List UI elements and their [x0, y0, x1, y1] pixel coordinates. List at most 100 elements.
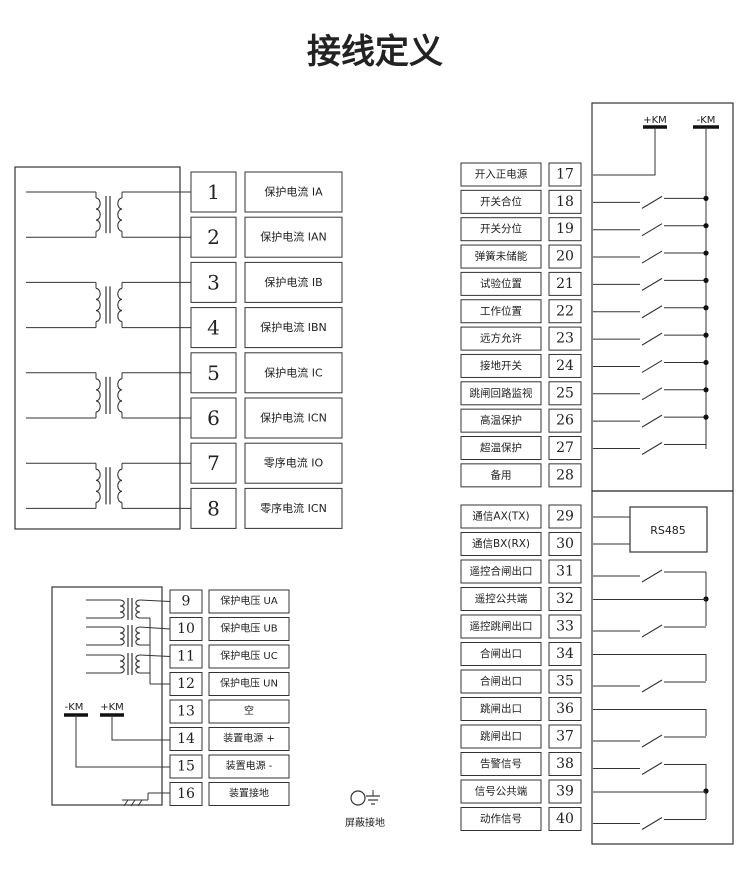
out-terminal-label: 遥控合闸出口 [470, 565, 533, 578]
bi-contact-icon-blade [641, 332, 663, 346]
pt-terminal-number: 14 [177, 731, 195, 747]
bi-terminal-label: 接地开关 [480, 359, 522, 372]
bi-contact-icon-blade [641, 387, 663, 401]
pt-supply-neg-label: -KM [65, 702, 84, 713]
bi-terminal-label-box [460, 162, 542, 187]
pt-frame [51, 586, 163, 806]
pt-terminal-number-box [169, 699, 203, 724]
ct-terminal-number: 4 [207, 316, 220, 340]
ct-terminal-number: 7 [207, 451, 220, 475]
pt-terminal-number: 12 [177, 676, 195, 692]
out-terminal-number: 36 [556, 701, 574, 717]
ct-terminal-label-box [244, 487, 343, 529]
bus-junction-dot [703, 414, 709, 420]
bi-terminal-label: 备用 [491, 468, 512, 481]
out-terminal-label-box [460, 807, 542, 831]
pt-terminal-label-box [208, 672, 290, 696]
pt-primary-coil-icon [119, 599, 125, 619]
out-terminal-label-box [460, 669, 542, 694]
pt-terminal-number: 11 [177, 649, 195, 665]
out-terminal-number-box [548, 559, 582, 584]
out-terminal-number: 31 [556, 564, 574, 580]
ct-terminal-label: 保护电流 IA [264, 185, 323, 199]
bi-terminal-number: 25 [556, 385, 574, 401]
bi-terminal-number: 22 [556, 303, 574, 319]
out-terminal-label-box [460, 752, 542, 776]
ct-terminal-number-box [190, 442, 237, 484]
bi-terminal-label: 开关分位 [480, 222, 522, 235]
pt-terminal-number-box [169, 672, 203, 696]
ct-secondary-coil-icon [117, 197, 123, 232]
bi-terminal-label-box [460, 326, 542, 351]
bus-junction-dot [703, 195, 709, 201]
pt-terminal-label: 装置电源 + [223, 732, 275, 745]
ct-terminal-number-box [190, 307, 237, 349]
out-terminal-label: 遥控公共端 [475, 592, 528, 605]
pt-secondary-wire [139, 626, 171, 630]
bi-terminal-number-box [548, 381, 582, 406]
bi-terminal-label-box [460, 217, 542, 242]
bi-terminal-number: 21 [556, 276, 574, 292]
pt-terminal-number-box [169, 617, 203, 641]
bi-terminal-label-box [460, 381, 542, 406]
ct-terminal-number-box [190, 171, 237, 213]
out-terminal-label-box [460, 532, 542, 556]
pt-terminal-number: 13 [177, 704, 195, 720]
out-terminal-number-box [548, 669, 582, 694]
out-terminal-number: 40 [556, 811, 574, 827]
out-terminal-label: 信号公共端 [475, 785, 528, 798]
ct-terminal-number-box [190, 487, 237, 529]
pt-terminal-label-box [208, 699, 290, 724]
bi-terminal-number: 17 [556, 167, 574, 183]
pt-terminal-label: 空 [244, 704, 254, 717]
out-terminal-label: 通信AX(TX) [472, 511, 529, 523]
pt-primary-coil-icon [119, 626, 125, 646]
remote-trip-contact-icon-blade [641, 624, 663, 638]
out-terminal-label: 跳闸出口 [480, 730, 522, 743]
out-terminal-label: 遥控跳闸出口 [470, 620, 533, 633]
pt-supply-pos-label: +KM [100, 702, 124, 713]
bi-terminal-number-box [548, 353, 582, 378]
rs485-box [629, 506, 708, 553]
pt-terminal-number: 10 [177, 621, 195, 637]
bi-terminal-number: 26 [556, 413, 574, 429]
out-terminal-number-box [548, 724, 582, 749]
ct-primary-coil-icon [95, 378, 101, 413]
shield-ground: 屏蔽接地 [345, 790, 385, 829]
out-terminal-number-box [548, 614, 582, 639]
ct-terminal-number: 8 [207, 496, 220, 520]
out-terminal-number: 29 [556, 509, 574, 525]
bi-terminal-label-box [460, 408, 542, 433]
ct-terminal-label-box [244, 352, 343, 394]
out-terminal-number-box [548, 807, 582, 831]
pt-secondary-wire [139, 654, 171, 657]
pt-secondary-coil-icon [135, 626, 141, 646]
ct-terminal-label-box [244, 307, 343, 349]
bi-terminal-label: 试验位置 [480, 277, 522, 290]
bi-terminal-number-box [548, 326, 582, 351]
bi-terminal-number: 23 [556, 331, 574, 347]
out-terminal-label: 通信BX(RX) [472, 538, 530, 550]
pt-terminal-number-box [169, 782, 203, 806]
bi-terminal-number: 24 [556, 358, 574, 374]
ct-terminal-label: 零序电流 IO [264, 456, 324, 470]
out-terminal-number: 39 [556, 784, 574, 800]
pt-terminal-label: 装置电源 - [226, 759, 273, 772]
action-contact-icon-blade [641, 817, 663, 830]
ct-terminal-number-box [190, 397, 237, 439]
binary-input-frame [591, 102, 734, 492]
ct-terminal-number-box [190, 216, 237, 258]
pt-terminal-number: 16 [177, 786, 195, 802]
bi-terminal-label-box [460, 271, 542, 296]
out-terminal-number-box [548, 504, 582, 529]
ct-terminal-label-box [244, 261, 343, 303]
bus-junction-dot [703, 332, 709, 338]
out-terminal-number: 30 [556, 536, 574, 552]
out-terminal-label: 告警信号 [480, 757, 522, 770]
pt-terminal-number: 15 [177, 759, 195, 775]
out-terminal-label: 合闸出口 [480, 647, 522, 660]
pt-terminal-number-box [169, 644, 203, 669]
